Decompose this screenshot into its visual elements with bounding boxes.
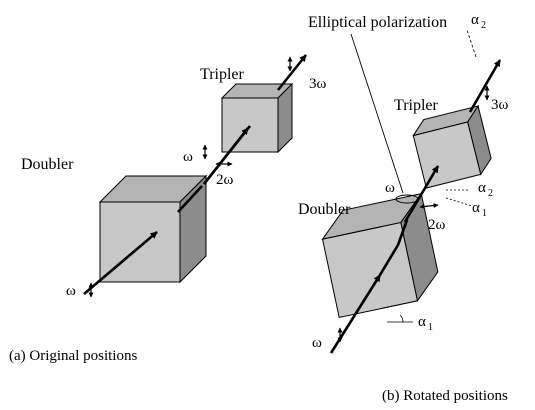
alpha1-mid-label: α 1	[472, 200, 487, 219]
tripler-label-b: Tripler	[394, 97, 439, 114]
tripler-crystal-b	[412, 104, 492, 189]
svg-text:α: α	[478, 180, 486, 196]
tripler-label-a: Tripler	[200, 66, 245, 83]
omega-mid-label-a: ω	[183, 149, 193, 165]
elliptical-pointer-line	[350, 33, 404, 194]
svg-text:1: 1	[428, 322, 433, 333]
elliptical-polarization-ellipse	[395, 194, 419, 204]
svg-text:α: α	[472, 200, 480, 216]
two-omega-label-b: 2ω	[428, 217, 446, 233]
doubler-crystal-b	[321, 192, 439, 319]
panel-a: Tripler Doubler 3ω ω 2ω ω (a) Original p…	[9, 54, 327, 364]
svg-text:2: 2	[481, 20, 486, 31]
polarization-markers-b	[337, 85, 490, 343]
caption-b: (b) Rotated positions	[382, 388, 508, 404]
caption-a: (a) Original positions	[9, 348, 137, 364]
three-omega-label-a: 3ω	[309, 76, 327, 92]
omega-mid-label-b: ω	[385, 180, 395, 196]
panel-b: Elliptical polarization Tripler Doubler …	[298, 12, 509, 404]
polarization-markers-a	[88, 56, 293, 298]
alpha1-bottom-label: α 1	[418, 314, 433, 333]
angle-markers-b	[387, 29, 477, 323]
elliptical-polarization-label: Elliptical polarization	[308, 14, 447, 31]
omega-in-label-a: ω	[66, 283, 76, 299]
three-omega-label-b: 3ω	[491, 97, 509, 113]
two-omega-label-a: 2ω	[216, 172, 234, 188]
svg-text:α: α	[418, 314, 426, 330]
svg-text:1: 1	[482, 208, 487, 219]
alpha2-top-label: α 2	[471, 12, 486, 31]
svg-text:2: 2	[488, 188, 493, 199]
beam-a	[83, 54, 308, 295]
tripler-crystal-a	[220, 82, 294, 154]
doubler-label-a: Doubler	[21, 156, 74, 173]
alpha2-mid-label: α 2	[478, 180, 493, 199]
doubler-label-b: Doubler	[298, 201, 351, 218]
omega-in-label-b: ω	[312, 335, 322, 351]
svg-text:α: α	[471, 12, 479, 28]
